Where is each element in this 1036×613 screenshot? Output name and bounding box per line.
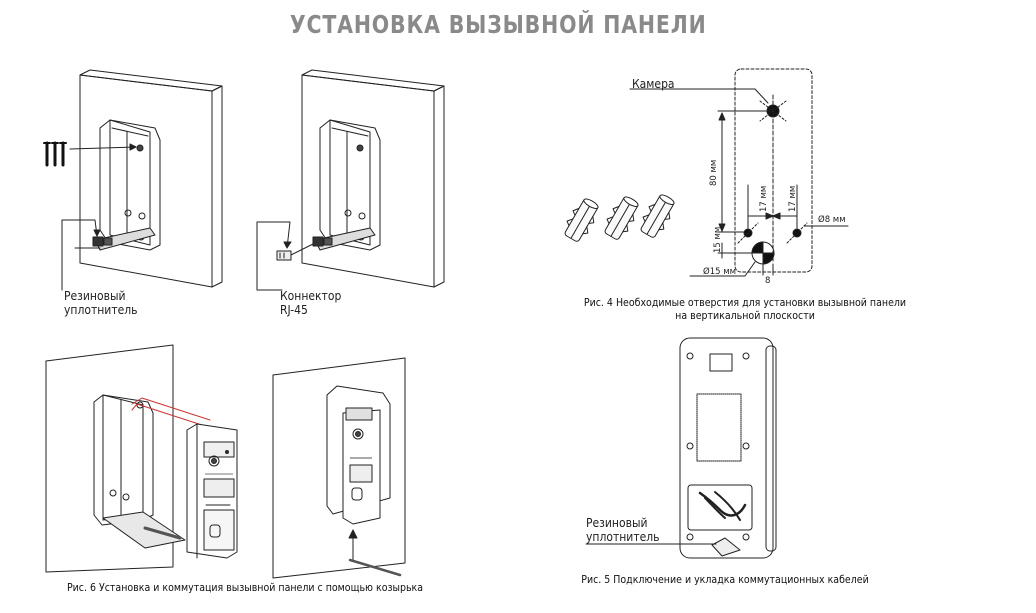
dim-15mm-hole: Ø15 мм <box>703 266 736 277</box>
drilling-template-drawing <box>564 68 849 277</box>
fig4-caption-line1: Рис. 4 Необходимые отверстия для установ… <box>583 297 907 309</box>
visor <box>99 119 161 251</box>
fig5-caption: Рис. 5 Подключение и укладка коммутацион… <box>581 574 869 586</box>
dim-17mm-left: 17 мм <box>759 186 769 212</box>
wall-panel <box>301 74 435 288</box>
camera-label: Камера <box>632 77 675 91</box>
rubber-seal-2-line2: уплотнитель <box>586 530 660 544</box>
fig6-caption: Рис. 6 Установка и коммутация вызывной п… <box>66 582 424 594</box>
fig4-caption-line2: на вертикальной плоскости <box>675 310 815 322</box>
rubber-seal-label-2: Резиновый уплотнитель <box>586 516 660 544</box>
rubber-seal-label: Резиновый уплотнитель <box>64 289 138 317</box>
dim-15mm: 15 мм <box>713 227 723 253</box>
panel-back-drawing <box>585 337 777 559</box>
dim-8mm-hole: Ø8 мм <box>818 214 846 225</box>
fig4-caption: Рис. 4 Необходимые отверстия для установ… <box>560 297 930 323</box>
connector-label-line1: Коннектор <box>280 289 342 303</box>
dim-80mm: 80 мм <box>709 160 719 186</box>
visor-panel-exploded-drawing <box>45 344 238 573</box>
page-title: УСТАНОВКА ВЫЗЫВНОЙ ПАНЕЛИ <box>289 10 707 39</box>
connector-label: Коннектор RJ-45 <box>280 289 341 317</box>
connector-drawing <box>256 69 445 291</box>
rubber-seal-label-line1: Резиновый <box>64 289 126 303</box>
dim-17mm-right: 17 мм <box>788 186 798 212</box>
wall-plugs-icon <box>564 194 675 242</box>
rubber-seal-label-line2: уплотнитель <box>64 303 138 317</box>
rubber-seal-2-line1: Резиновый <box>586 516 648 530</box>
connector-label-line2: RJ-45 <box>280 303 308 317</box>
visor-mount-drawing <box>43 69 223 291</box>
dim-8: 8 <box>765 276 770 286</box>
screws-icon <box>43 141 67 167</box>
mounted-panel-drawing <box>272 357 406 579</box>
